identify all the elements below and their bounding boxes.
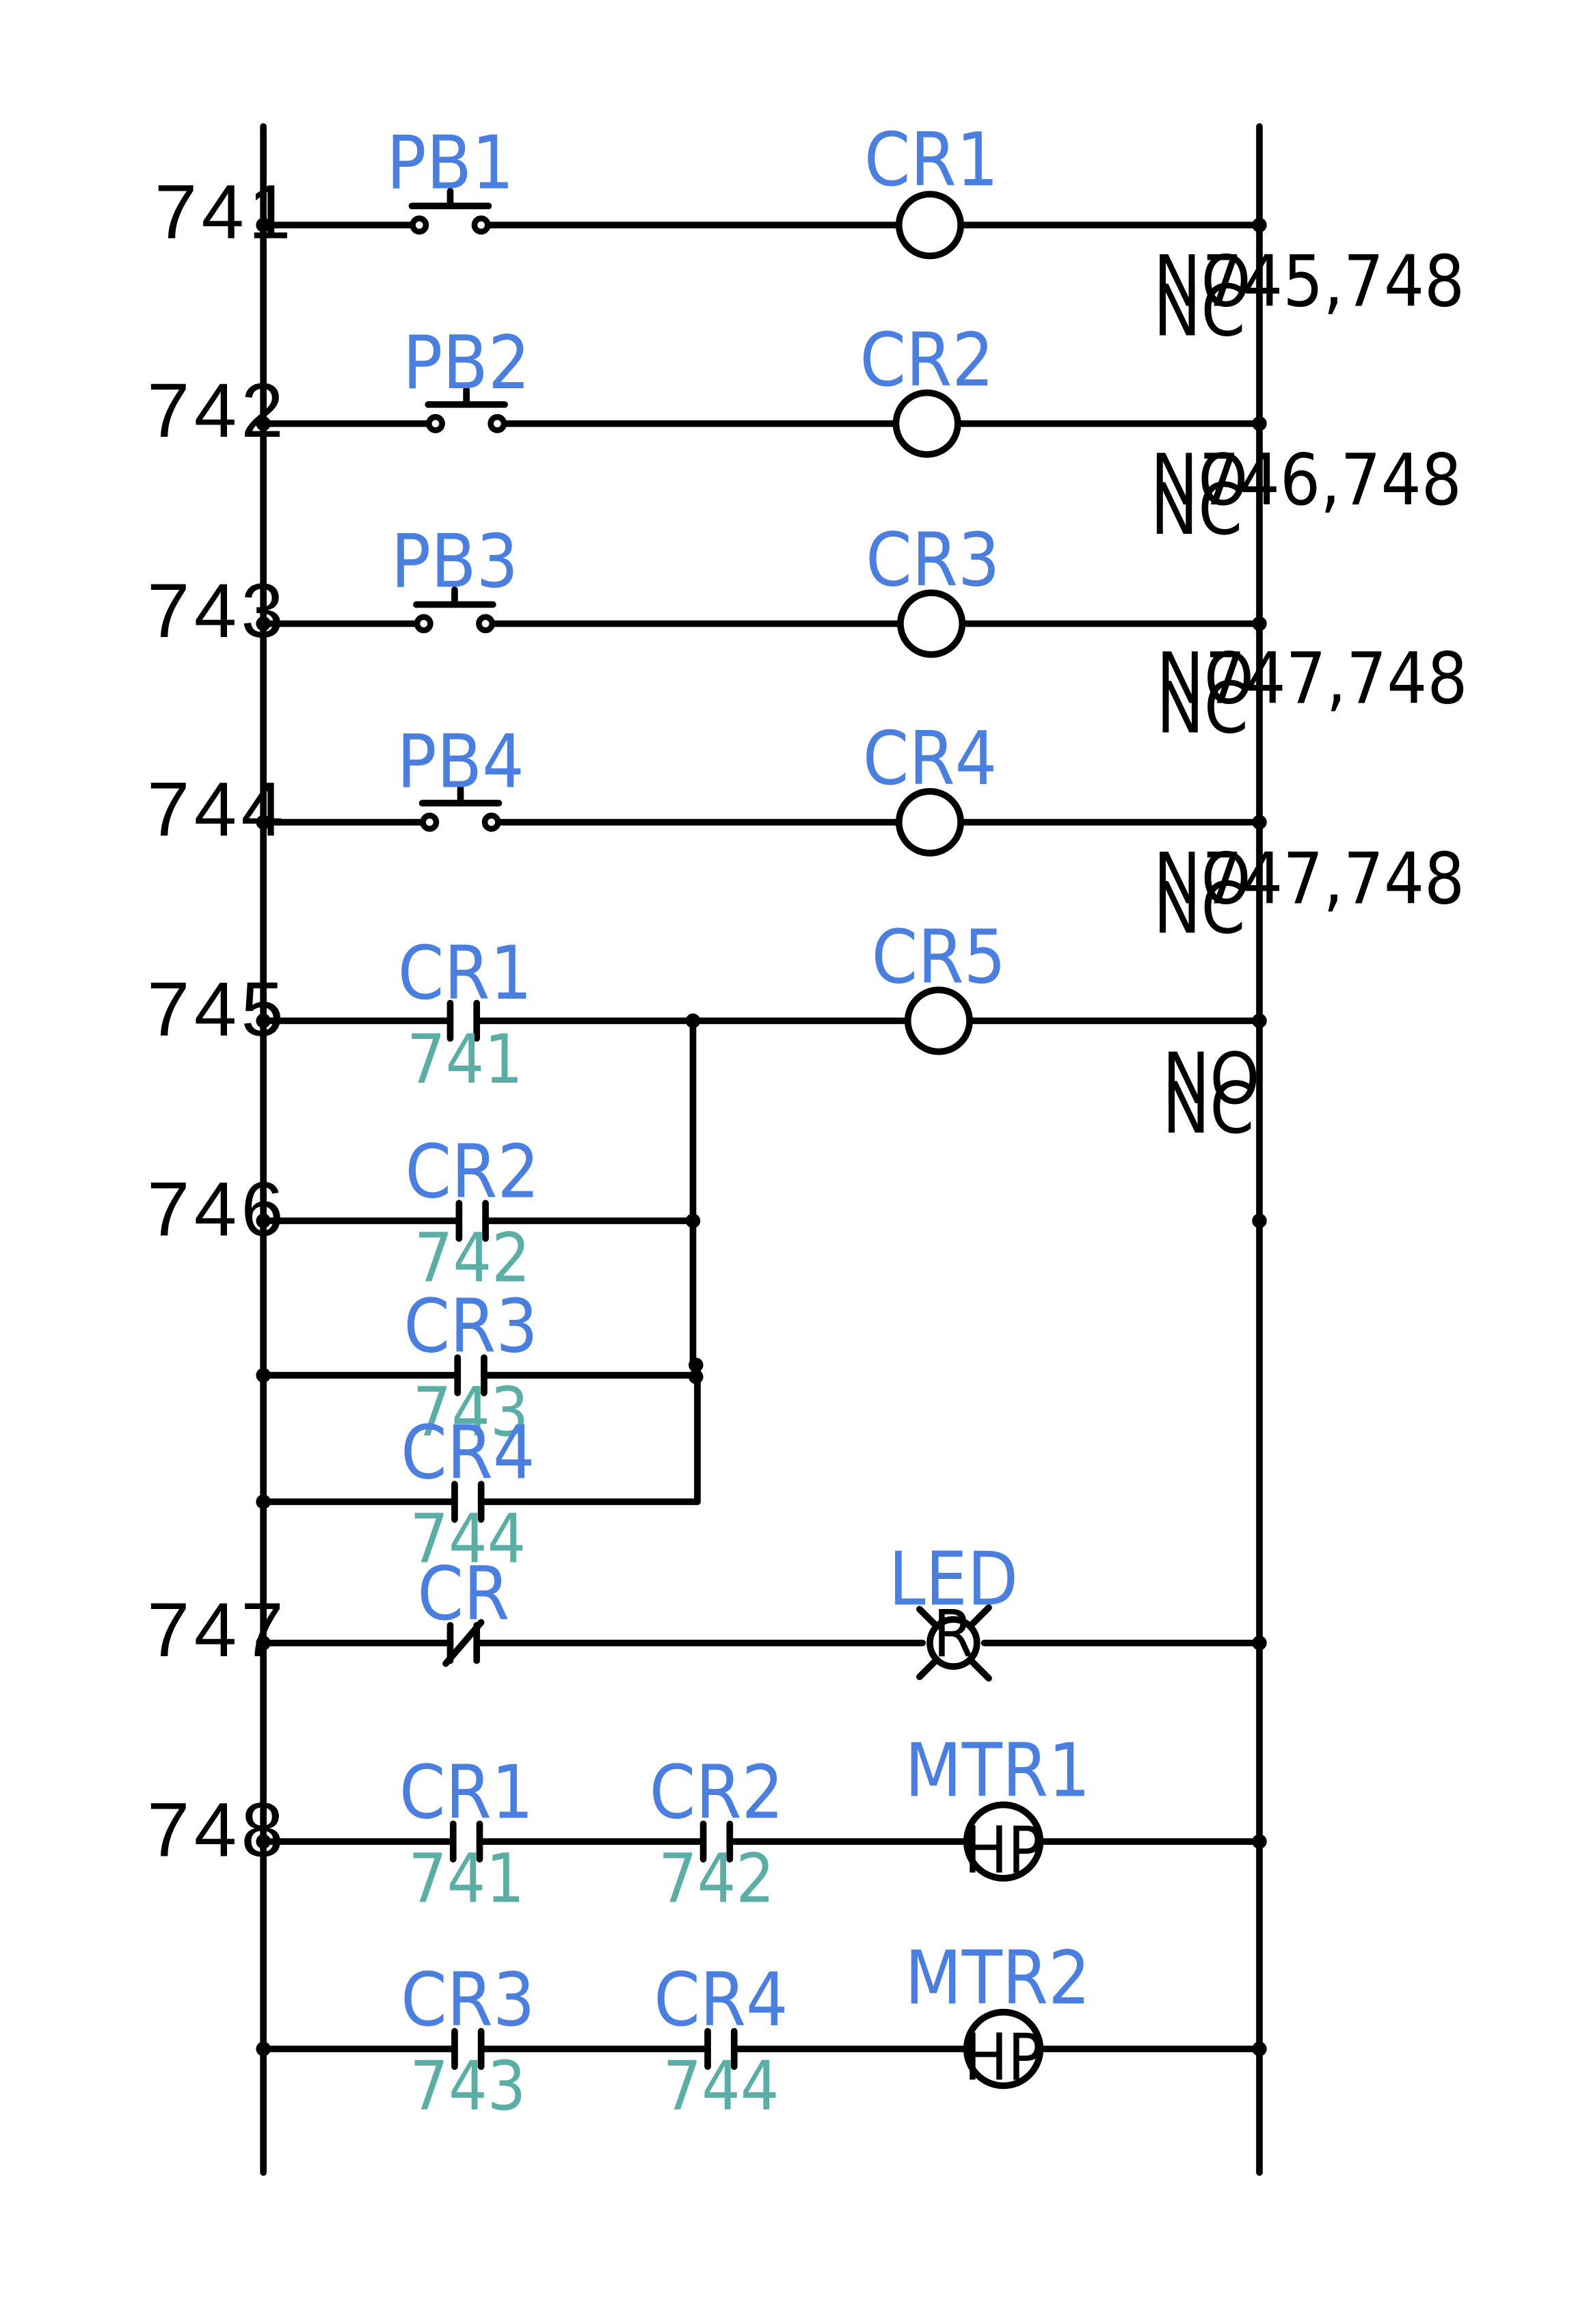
contact-label: CR2 [650,1751,784,1836]
no-label: NO [1162,1038,1260,1120]
contact-crossref-741: NO 745,748 NC [1153,241,1465,353]
no-contact-cr1 [446,999,481,1042]
contact-label: CR4 [401,1411,535,1496]
motor-icon: HP [963,1801,1044,1888]
coil-label: CR4 [863,716,997,802]
rung-number-746: 746 [147,1167,288,1252]
contact-ref: 741 [408,1839,524,1918]
rung-number: 747 [147,1587,288,1673]
motor-icon: HP [963,2008,1044,2096]
contact-ref: 743 [413,1373,529,1452]
contact-ref: 744 [410,1500,526,1578]
relay-coil-cr1 [895,191,965,260]
contact-ref-list: 746,748 [1199,440,1462,522]
motor-text: HP [964,2021,1043,2096]
contact-crossref-745: NO NC [1162,1038,1260,1150]
rung-number: 742 [147,368,288,453]
nc-label: NC [1162,1068,1254,1150]
rung-742: 742 PB2 CR2 [147,318,1267,458]
contact-ref: 742 [658,1839,775,1918]
pushbutton-contact-pb3 [413,586,496,634]
no-label: NO [1153,241,1251,323]
no-contact-cr3 [451,2027,485,2070]
motor-text: HP [964,1813,1043,1888]
coil-label: CR5 [872,915,1006,1000]
relay-coil-cr5 [904,986,973,1055]
rung-number: 745 [147,967,288,1052]
rung-number: 741 [155,170,295,255]
contact-crossref-742: NO 746,748 NC [1151,440,1462,551]
contact-label: CR1 [399,1751,533,1836]
contact-ref: 744 [663,2047,779,2126]
nc-label: NC [1151,469,1242,551]
nc-contact-cr [442,1619,485,1667]
nc-label: NC [1156,668,1248,750]
pushbutton-label: PB1 [386,120,513,206]
contact-ref-list: 747,748 [1205,638,1467,720]
motor-label: MTR2 [905,1936,1090,2021]
pushbutton-label: PB3 [391,519,518,605]
motor-label: MTR1 [905,1728,1090,1813]
pushbutton-contact-pb4 [418,785,503,832]
no-label: NO [1151,440,1248,522]
coil-label: CR1 [864,118,998,203]
nc-label: NC [1153,867,1245,949]
contact-crossref-743: NO 747,748 NC [1156,638,1467,750]
coil-label: CR3 [866,517,1000,603]
relay-coil-cr4 [895,787,965,856]
contact-ref: 742 [414,1219,531,1297]
no-contact-cr1 [449,1820,483,1863]
no-contact-cr2 [455,1200,489,1242]
contact-ref: 741 [407,1021,523,1099]
contact-label: CR3 [403,1284,537,1370]
contact-label: CR1 [398,931,532,1016]
no-label: NO [1156,638,1254,720]
contact-label: CR4 [654,1958,788,2043]
relay-coil-cr2 [892,389,961,458]
light-letter: R [933,1597,974,1672]
rung-743: 743 PB3 CR3 [147,517,1267,658]
indicator-light-icon: R [916,1597,992,1682]
no-label: NO [1153,838,1251,920]
nc-label: NC [1153,271,1245,353]
pushbutton-label: PB4 [397,719,524,805]
light-label: LED [889,1537,1019,1623]
rung-744: 744 PB4 CR4 [147,716,1267,856]
pushbutton-contact-pb1 [408,187,492,235]
rung-745: 745 CR1 741 CR5 CR2 742 [147,915,1267,1578]
rung-748: 748 CR1 741 CR2 742 HP MTR1 [147,1728,1267,2126]
rung-747: 747 CR R LED [147,1537,1267,1682]
rung-number: 748 [147,1787,288,1873]
coil-label: CR2 [859,318,993,403]
contact-ref: 743 [410,2047,526,2126]
pushbutton-contact-pb2 [425,386,508,433]
contact-ref-list: 747,748 [1202,838,1465,920]
rung-number: 743 [147,568,288,653]
no-contact-cr3 [454,1354,488,1396]
relay-coil-cr3 [897,589,966,658]
contact-crossref-744: NO 747,748 NC [1153,838,1465,949]
contact-ref-list: 745,748 [1202,241,1465,323]
no-contact-cr4 [451,1481,485,1523]
rung-741: 741 PB1 CR1 [155,118,1267,260]
no-contact-cr4 [704,2027,738,2070]
contact-label: CR2 [405,1130,539,1215]
no-contact-cr2 [699,1820,734,1863]
contact-label: CR3 [401,1958,535,2043]
pushbutton-label: PB2 [403,321,530,406]
contact-label: CR [417,1552,509,1637]
rung-number: 744 [147,766,288,852]
